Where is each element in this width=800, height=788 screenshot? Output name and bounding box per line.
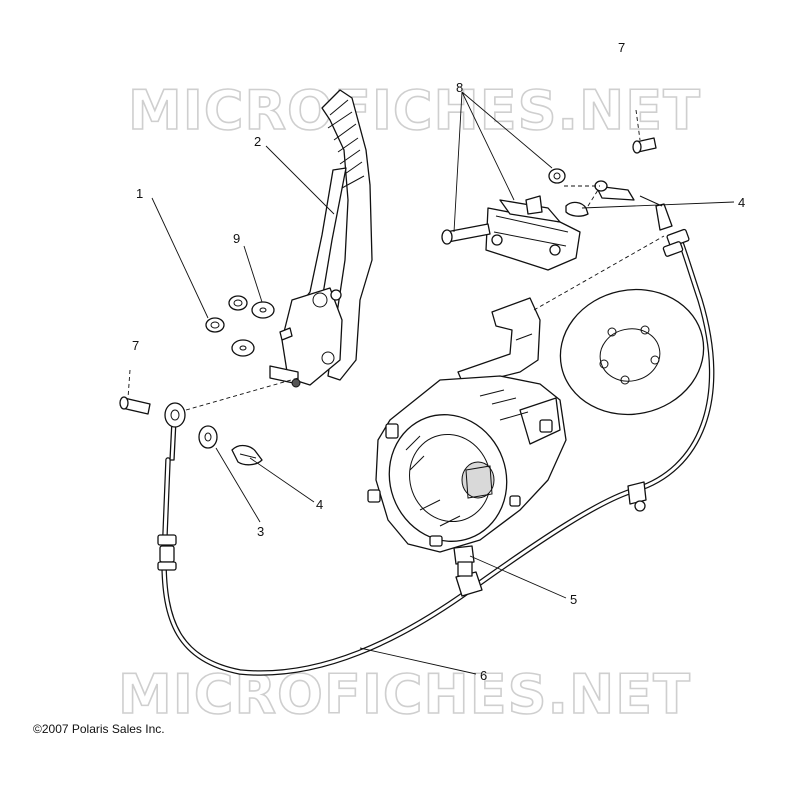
clevis-pin-left	[119, 396, 151, 415]
callout-4-lower: 4	[316, 497, 323, 512]
nut-1	[205, 317, 225, 333]
watermark-top: MICROFICHES.NET	[128, 79, 701, 142]
brake-cable	[157, 195, 715, 676]
washer-lower	[231, 339, 255, 357]
cotter-pin-lower	[231, 444, 263, 466]
copyright-notice: ©2007 Polaris Sales Inc.	[33, 722, 165, 736]
clevis-pin-top	[632, 137, 657, 154]
nut-9	[228, 295, 248, 311]
bolt-5	[453, 545, 475, 577]
callout-3: 3	[257, 524, 264, 539]
callout-9: 9	[233, 231, 240, 246]
cotter-pin-upper	[565, 201, 589, 217]
brake-lever	[269, 89, 373, 388]
mounting-bracket	[457, 297, 541, 387]
gearcase	[367, 375, 567, 553]
washer-3	[198, 425, 218, 449]
leader-lines	[151, 91, 735, 675]
callout-1: 1	[136, 186, 143, 201]
callout-2: 2	[254, 134, 261, 149]
callout-4-upper: 4	[738, 195, 745, 210]
caliper-assembly	[441, 168, 581, 271]
alignment-lines	[127, 109, 665, 411]
callout-7-top: 7	[618, 40, 625, 55]
callout-7-left: 7	[132, 338, 139, 353]
callout-6: 6	[480, 668, 487, 683]
watermark-bottom: MICROFICHES.NET	[118, 663, 691, 726]
cable-clevis-upper	[594, 180, 635, 201]
washer-9	[251, 301, 275, 319]
brake-disc	[559, 288, 705, 416]
callout-5: 5	[570, 592, 577, 607]
callout-8: 8	[456, 80, 463, 95]
